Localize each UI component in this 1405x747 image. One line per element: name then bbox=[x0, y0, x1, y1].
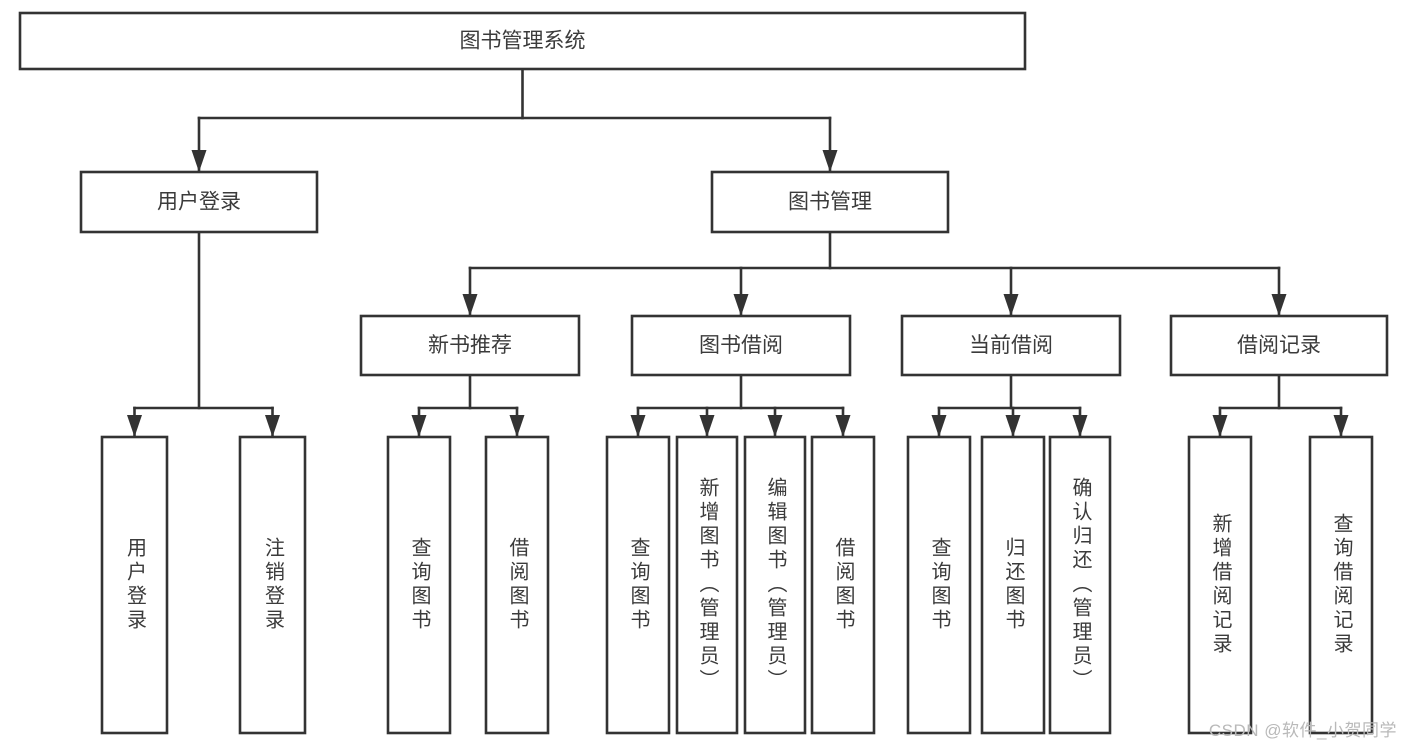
node-current-borrow-box[interactable] bbox=[900, 314, 1122, 377]
arrow-to-book-manage bbox=[822, 150, 838, 172]
arrow-to-leaf-borrow-book-1 bbox=[509, 415, 525, 437]
leaf-leaf-query-book-1-box[interactable] bbox=[386, 435, 452, 735]
node-new-book-recommend-box[interactable] bbox=[359, 314, 581, 377]
arrow-to-leaf-borrow-book-2 bbox=[835, 415, 851, 437]
node-borrow-record-box[interactable] bbox=[1169, 314, 1389, 377]
leaf-leaf-add-book-box[interactable] bbox=[675, 435, 739, 735]
arrow-to-leaf-query-book-2 bbox=[630, 415, 646, 437]
csdn-watermark: CSDN @软件_小贺同学 bbox=[1208, 721, 1397, 740]
boxes-layer bbox=[18, 11, 1389, 735]
arrow-to-book-borrow bbox=[733, 294, 749, 316]
node-user-login-box[interactable] bbox=[79, 170, 319, 234]
leaf-leaf-return-book-box[interactable] bbox=[980, 435, 1046, 735]
leaf-leaf-edit-book-box[interactable] bbox=[743, 435, 807, 735]
arrow-to-borrow-record bbox=[1271, 294, 1287, 316]
node-current-borrow-label: 当前借阅 bbox=[969, 334, 1053, 357]
node-book-manage-box[interactable] bbox=[710, 170, 950, 234]
leaf-leaf-query-record-box[interactable] bbox=[1308, 435, 1374, 735]
node-root-label: 图书管理系统 bbox=[460, 30, 586, 53]
leaf-leaf-borrow-book-1-box[interactable] bbox=[484, 435, 550, 735]
arrow-to-leaf-add-record bbox=[1212, 415, 1228, 437]
node-new-book-recommend-label: 新书推荐 bbox=[428, 334, 512, 357]
leaf-leaf-query-book-3-box[interactable] bbox=[906, 435, 972, 735]
arrow-to-new-book-recommend bbox=[462, 294, 478, 316]
arrow-to-leaf-user-login bbox=[127, 415, 142, 437]
arrow-to-leaf-query-book-3 bbox=[931, 415, 947, 437]
arrow-to-leaf-confirm-return bbox=[1072, 415, 1088, 437]
arrow-to-leaf-edit-book bbox=[767, 415, 783, 437]
node-borrow-record-label: 借阅记录 bbox=[1237, 334, 1321, 357]
leaf-leaf-user-logout-box[interactable] bbox=[238, 435, 307, 735]
leaf-leaf-user-login-box[interactable] bbox=[100, 435, 169, 735]
arrow-to-leaf-user-logout bbox=[265, 415, 280, 437]
leaf-leaf-query-book-2-box[interactable] bbox=[605, 435, 671, 735]
leaf-leaf-confirm-return-box[interactable] bbox=[1048, 435, 1112, 735]
node-user-login-label: 用户登录 bbox=[157, 191, 241, 214]
leaf-leaf-add-record-box[interactable] bbox=[1187, 435, 1253, 735]
arrow-to-leaf-add-book bbox=[699, 415, 715, 437]
node-book-borrow-label: 图书借阅 bbox=[699, 334, 783, 357]
arrow-to-leaf-query-book-1 bbox=[411, 415, 427, 437]
node-book-borrow-box[interactable] bbox=[630, 314, 852, 377]
node-book-manage-label: 图书管理 bbox=[788, 191, 872, 214]
leaf-leaf-borrow-book-2-box[interactable] bbox=[810, 435, 876, 735]
node-root-box[interactable] bbox=[18, 11, 1027, 71]
arrow-to-leaf-query-record bbox=[1333, 415, 1349, 437]
arrow-to-leaf-return-book bbox=[1005, 415, 1021, 437]
arrow-to-current-borrow bbox=[1003, 294, 1019, 316]
connectors-layer bbox=[127, 67, 1349, 439]
arrow-to-user-login bbox=[191, 150, 207, 172]
